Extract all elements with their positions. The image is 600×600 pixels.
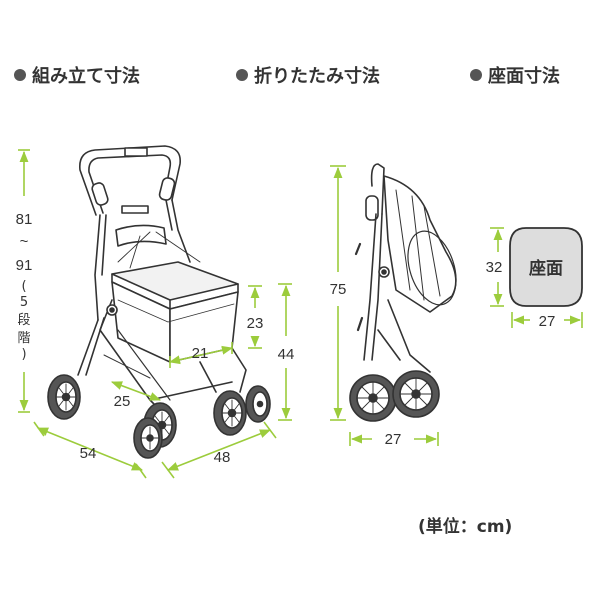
- length-value: 54: [80, 445, 97, 462]
- heading-folded-dimensions: 折りたたみ寸法: [236, 62, 380, 88]
- height-note-vertical: ( 5 段 階 ): [17, 279, 30, 362]
- height-tilde: ~: [20, 233, 29, 250]
- seat-illustration: 座面: [509, 227, 583, 307]
- folded-wheel-left: [349, 374, 397, 422]
- folded-wheel-right: [392, 370, 440, 418]
- height-note-char: ): [21, 347, 26, 362]
- height-note-char: 階: [17, 331, 30, 346]
- height-note-char: 5: [20, 295, 28, 310]
- wheel-front-left: [133, 417, 163, 459]
- heading-seat-dimensions: 座面寸法: [470, 62, 560, 88]
- heading-assembled-dimensions: 組み立て寸法: [14, 62, 140, 88]
- height-note-char: (: [21, 279, 26, 294]
- wheel-front-right-2: [245, 385, 271, 423]
- wheel-front-right: [213, 390, 247, 436]
- assembled-dimension-lines: [18, 149, 292, 479]
- seat-dimension-lines: [490, 227, 583, 328]
- wheel-rear-left: [47, 374, 81, 420]
- seat-height-value: 44: [278, 346, 295, 363]
- assembled-walker-illustration: [47, 145, 271, 459]
- height-top-value: 81: [16, 211, 33, 228]
- seat-height-value: 32: [486, 259, 503, 276]
- basket-depth-value: 25: [114, 393, 131, 410]
- heading-assembled-text: 組み立て寸法: [32, 66, 140, 87]
- basket-width-value: 21: [192, 345, 209, 362]
- folded-width-value: 27: [385, 431, 402, 448]
- basket-height-value: 23: [247, 315, 264, 332]
- bullet-icon: [236, 69, 248, 81]
- heading-folded-text: 折りたたみ寸法: [254, 66, 380, 87]
- bullet-icon: [470, 69, 482, 81]
- folded-walker-illustration: [349, 163, 457, 422]
- seat-width-value: 27: [539, 313, 556, 330]
- seat-label: 座面: [529, 258, 563, 279]
- bullet-icon: [14, 69, 26, 81]
- folded-height-value: 75: [330, 281, 347, 298]
- height-note-char: 段: [17, 313, 30, 328]
- folded-dimension-lines: [330, 165, 439, 446]
- heading-seat-text: 座面寸法: [488, 66, 560, 87]
- width-value: 48: [214, 449, 231, 466]
- unit-note: (単位：cm): [418, 517, 513, 537]
- height-bottom-value: 91: [16, 257, 33, 274]
